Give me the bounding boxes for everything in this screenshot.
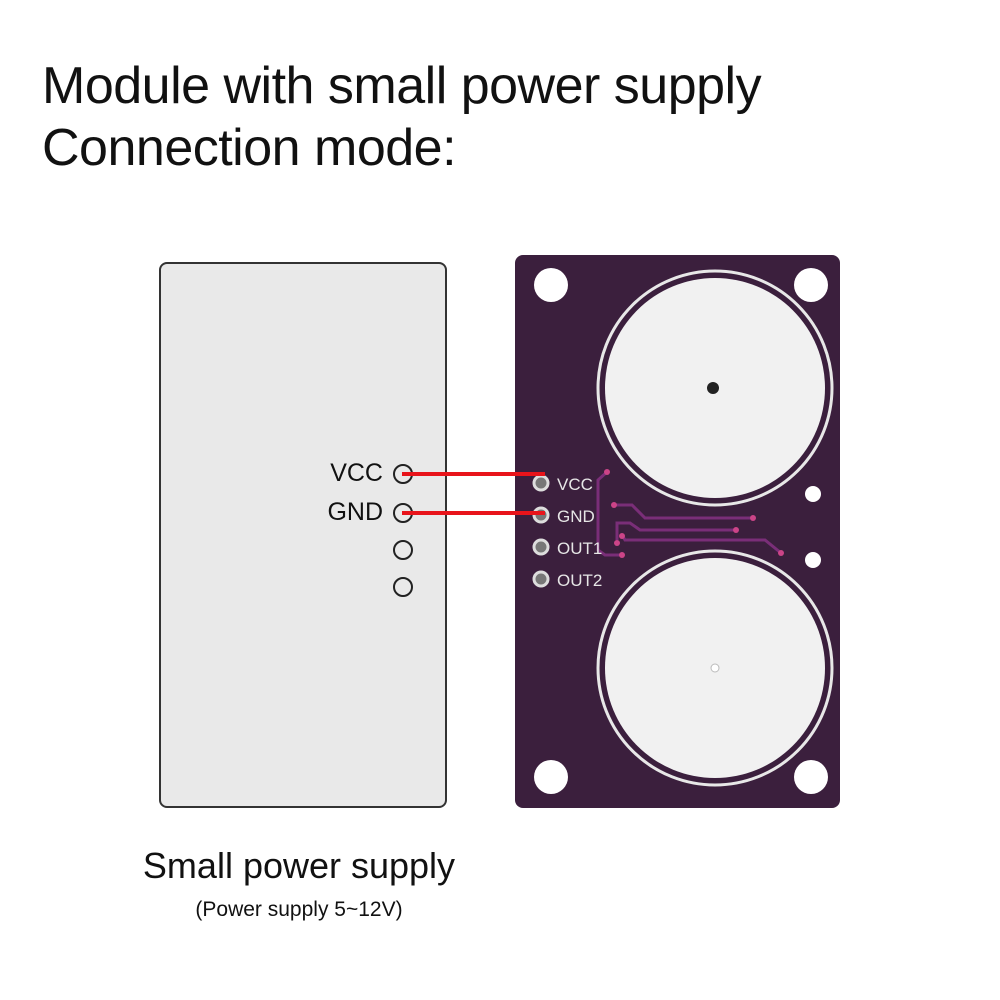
module-label-out2: OUT2 <box>557 571 602 590</box>
psu-caption: Small power supply <box>142 845 456 886</box>
module-label-out1: OUT1 <box>557 539 602 558</box>
module-pin-vcc <box>532 474 550 492</box>
module-label-gnd: GND <box>557 507 595 526</box>
gnd-wire <box>402 511 545 515</box>
psu-subcaption: (Power supply 5~12V) <box>195 898 403 921</box>
power-supply-box <box>159 262 447 808</box>
psu-pin-3 <box>393 540 413 560</box>
title-line-2: Connection mode: <box>42 119 457 177</box>
module-label-vcc: VCC <box>557 475 593 494</box>
psu-pin-4 <box>393 577 413 597</box>
psu-vcc-label: VCC <box>330 459 383 487</box>
module-pin-out1 <box>532 538 550 556</box>
psu-gnd-label: GND <box>327 498 383 526</box>
title-line-1: Module with small power supply <box>42 57 762 115</box>
module-pin-out2 <box>532 570 550 588</box>
vcc-wire <box>402 472 545 476</box>
